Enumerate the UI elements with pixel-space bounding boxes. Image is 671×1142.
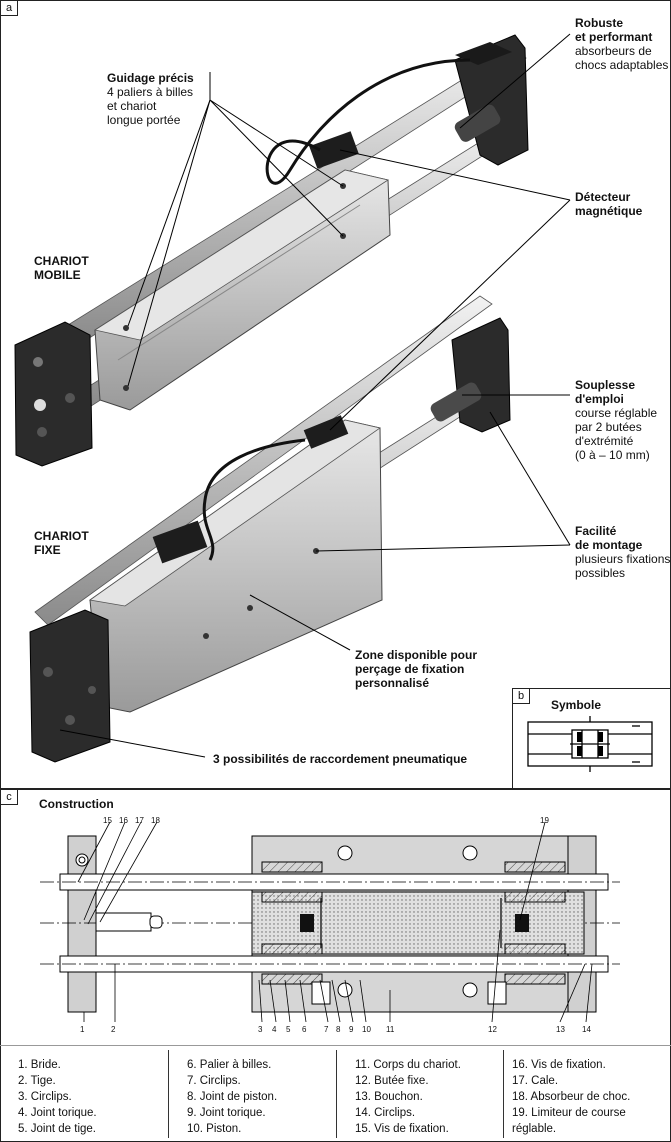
zone-line-2: perçage de fixation: [355, 662, 465, 676]
legend-item: 3. Circlips.: [18, 1091, 72, 1103]
zone-line-3: personnalisé: [355, 676, 430, 690]
facilite-title-2: de montage: [575, 538, 643, 552]
legend-item: 6. Palier à billes.: [187, 1059, 272, 1071]
chariot-fixe-line-2: FIXE: [34, 543, 61, 557]
part-number: 2: [111, 1025, 116, 1034]
part-number: 3: [258, 1025, 263, 1034]
part-number: 1: [80, 1025, 85, 1034]
part-number: 4: [272, 1025, 277, 1034]
legend-item: 8. Joint de piston.: [187, 1091, 278, 1103]
callout-guidage: Guidage précis 4 paliers à billes et cha…: [107, 71, 194, 127]
part-number: 19: [540, 816, 549, 825]
callout-facilite: Facilité de montage plusieurs fixations …: [575, 524, 670, 580]
callout-zone: Zone disponible pour perçage de fixation…: [355, 648, 477, 690]
callout-robuste: Robuste et performant absorbeurs de choc…: [575, 16, 668, 72]
callout-raccordement: 3 possibilités de raccordement pneumatiq…: [213, 752, 468, 766]
guidage-line-1: 4 paliers à billes: [107, 85, 194, 99]
robuste-title-1: Robuste: [575, 16, 623, 30]
label-chariot-fixe: CHARIOT FIXE: [34, 529, 89, 557]
part-number: 6: [302, 1025, 307, 1034]
symbole-title: Symbole: [551, 698, 602, 712]
chariot-fixe-line-1: CHARIOT: [34, 529, 89, 543]
part-numbers-bottom: 1 2 3 4 5 6 7 8 9 10 11 12 13 14: [0, 1025, 671, 1037]
chariot-fixe-drawing: [29, 295, 511, 763]
souplesse-line-1: course réglable: [575, 406, 658, 420]
panel-b-tag: b: [512, 688, 530, 704]
detecteur-title-2: magnétique: [575, 204, 643, 218]
facilite-title-1: Facilité: [575, 524, 617, 538]
legend-item: réglable.: [512, 1123, 557, 1135]
souplesse-line-3: d'extrémité: [575, 434, 634, 448]
legend-column-2: 6. Palier à billes. 7. Circlips. 8. Join…: [187, 1057, 277, 1137]
souplesse-title-1: Souplesse: [575, 378, 636, 392]
chariot-mobile-line-1: CHARIOT: [34, 254, 89, 268]
zone-line-1: Zone disponible pour: [355, 648, 477, 662]
part-number: 8: [336, 1025, 341, 1034]
legend-item: 11. Corps du chariot.: [355, 1059, 461, 1071]
construction-title: Construction: [39, 797, 114, 811]
robuste-line-1: absorbeurs de: [575, 44, 652, 58]
legend-item: 5. Joint de tige.: [18, 1123, 96, 1135]
legend-item: 14. Circlips.: [355, 1107, 416, 1119]
legend-item: 7. Circlips.: [187, 1075, 241, 1087]
legend-item: 10. Piston.: [187, 1123, 242, 1135]
slide-unit-illustration: [14, 33, 571, 763]
construction-cross-section: [40, 821, 620, 1023]
part-number: 18: [151, 816, 160, 825]
legend-item: 12. Butée fixe.: [355, 1075, 429, 1087]
legend-separator: [503, 1050, 504, 1138]
part-number: 5: [286, 1025, 291, 1034]
legend-item: 1. Bride.: [18, 1059, 61, 1071]
facilite-line-1: plusieurs fixations: [575, 552, 671, 566]
part-number: 13: [556, 1025, 565, 1034]
part-number: 14: [582, 1025, 591, 1034]
part-numbers-top: 15 16 17 18: [103, 816, 173, 828]
part-number: 10: [362, 1025, 371, 1034]
guidage-line-3: longue portée: [107, 113, 181, 127]
part-number: 7: [324, 1025, 329, 1034]
robuste-line-2: chocs adaptables: [575, 58, 669, 72]
legend-column-1: 1. Bride. 2. Tige. 3. Circlips. 4. Joint…: [18, 1057, 97, 1137]
legend-item: 15. Vis de fixation.: [355, 1123, 449, 1135]
legend-item: 19. Limiteur de course: [512, 1107, 626, 1119]
guidage-title: Guidage précis: [107, 71, 194, 85]
legend-item: 9. Joint torique.: [187, 1107, 266, 1119]
guidage-line-2: et chariot: [107, 99, 157, 113]
legend-item: 13. Bouchon.: [355, 1091, 423, 1103]
callout-detecteur: Détecteur magnétique: [575, 190, 642, 218]
souplesse-line-2: par 2 butées: [575, 420, 642, 434]
pneumatic-symbol: [527, 716, 653, 772]
legend-separator: [168, 1050, 169, 1138]
panel-c-tag: c: [0, 789, 18, 805]
legend-item: 17. Cale.: [512, 1075, 559, 1087]
robuste-title-2: et performant: [575, 30, 653, 44]
part-number: 17: [135, 816, 144, 825]
part-number: 15: [103, 816, 112, 825]
part-number: 16: [119, 816, 128, 825]
callout-leaders: [59, 33, 571, 758]
legend-item: 4. Joint torique.: [18, 1107, 97, 1119]
facilite-line-2: possibles: [575, 566, 626, 580]
legend-column-4: 16. Vis de fixation. 17. Cale. 18. Absor…: [512, 1057, 630, 1137]
label-chariot-mobile: CHARIOT MOBILE: [34, 254, 89, 282]
legend-column-3: 11. Corps du chariot. 12. Butée fixe. 13…: [355, 1057, 461, 1137]
panel-a-tag: a: [0, 0, 18, 16]
part-number: 12: [488, 1025, 497, 1034]
legend-item: 18. Absorbeur de choc.: [512, 1091, 631, 1103]
chariot-mobile-line-2: MOBILE: [34, 268, 81, 282]
legend-item: 2. Tige.: [18, 1075, 56, 1087]
souplesse-title-2: d'emploi: [575, 392, 624, 406]
chariot-mobile-drawing: [14, 34, 529, 467]
legend-top-rule: [0, 1045, 671, 1046]
legend-item: 16. Vis de fixation.: [512, 1059, 606, 1071]
part-number: 9: [349, 1025, 354, 1034]
detecteur-title-1: Détecteur: [575, 190, 631, 204]
callout-souplesse: Souplesse d'emploi course réglable par 2…: [575, 378, 657, 462]
part-number: 11: [386, 1025, 395, 1034]
souplesse-line-4: (0 à – 10 mm): [575, 448, 650, 462]
legend-separator: [336, 1050, 337, 1138]
